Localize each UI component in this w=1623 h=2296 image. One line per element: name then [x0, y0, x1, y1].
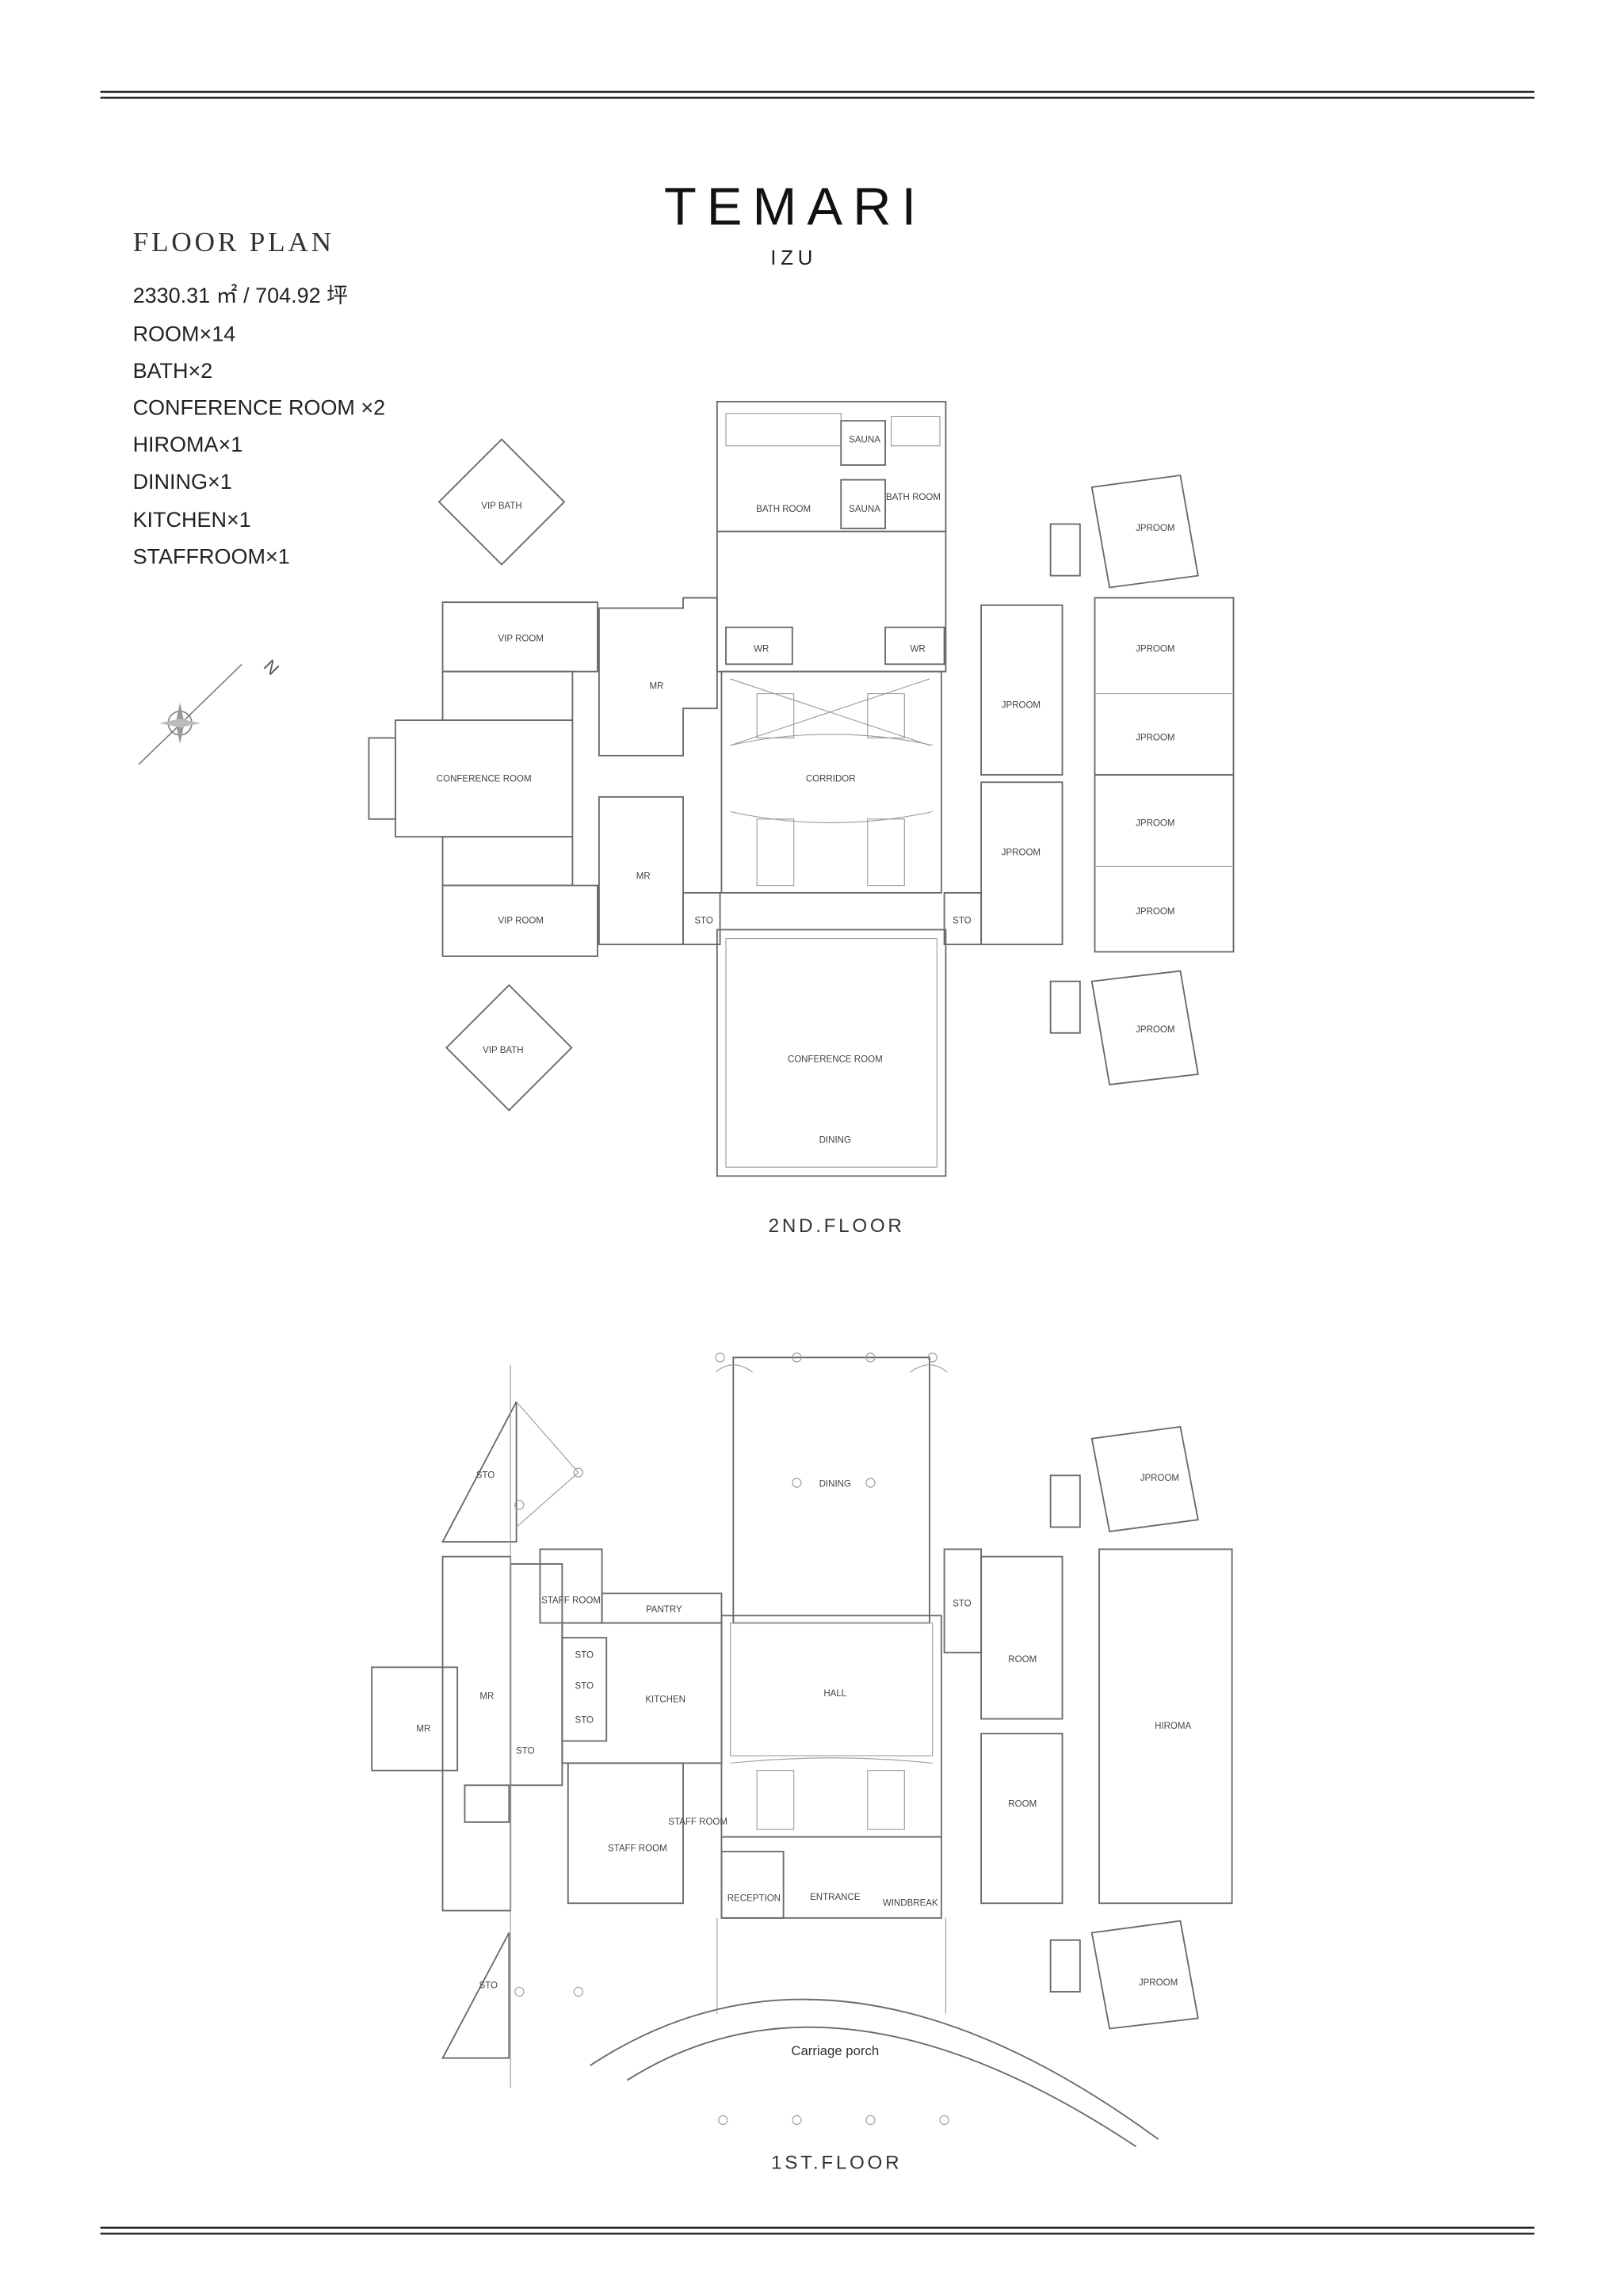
second-floor-plan: [368, 400, 1235, 1177]
room-label-sto: STO: [476, 1470, 495, 1480]
room-label-staff-room: STAFF ROOM: [668, 1817, 727, 1827]
north-arrow-icon: N: [138, 656, 283, 765]
floor-plan-heading: FLOOR PLAN: [133, 226, 334, 257]
room-label-sauna: SAUNA: [849, 505, 880, 514]
room-label-hiroma: HIROMA: [1155, 1722, 1191, 1731]
second-floor-room-labels: SAUNA BATH ROOM SAUNA BATH ROOM VIP BATH VIP …: [437, 435, 1175, 1145]
room-label-sauna: SAUNA: [849, 435, 880, 444]
room-label-conference-room: CONFERENCE ROOM: [788, 1055, 883, 1064]
room-label-dining: DINING: [819, 1480, 851, 1489]
room-label-bath-room: BATH ROOM: [756, 505, 811, 514]
north-label: N: [260, 656, 283, 679]
room-label-vip-bath: VIP BATH: [483, 1046, 523, 1055]
room-label-wr: WR: [754, 645, 769, 654]
room-label-sto: STO: [953, 916, 972, 925]
room-label-sto: STO: [575, 1651, 594, 1661]
summary-item: STAFFROOM×1: [133, 545, 290, 569]
room-label-sto: STO: [694, 916, 713, 925]
room-label-bath-room: BATH ROOM: [886, 493, 941, 502]
summary-item: KITCHEN×1: [133, 508, 251, 532]
room-label-mr: MR: [479, 1692, 494, 1702]
room-label-jproom: JPROOM: [1136, 645, 1174, 654]
room-label-sto: STO: [575, 1715, 594, 1725]
room-label-jproom: JPROOM: [1136, 733, 1174, 742]
room-label-vip-room: VIP ROOM: [498, 916, 543, 925]
room-label-corridor: CORRIDOR: [806, 775, 856, 784]
room-label-hall: HALL: [823, 1689, 846, 1699]
room-label-vip-room: VIP ROOM: [498, 635, 543, 644]
room-label-jproom: JPROOM: [1136, 1025, 1174, 1035]
room-label-room: ROOM: [1008, 1800, 1037, 1810]
room-label-sto: STO: [479, 1981, 498, 1991]
room-label-dining: DINING: [819, 1136, 851, 1146]
room-label-jproom: JPROOM: [1002, 701, 1041, 711]
room-label-pantry: PANTRY: [646, 1605, 682, 1615]
room-label-mr: MR: [636, 871, 651, 881]
room-label-sto: STO: [953, 1599, 972, 1608]
room-label-room: ROOM: [1008, 1655, 1037, 1665]
first-floor-room-labels: STO DINING JPROOM STAFF ROOM PANTRY STO ROOM ST…: [416, 1470, 1191, 2058]
first-floor-plan: [371, 1352, 1233, 2148]
summary-item: ROOM×14: [133, 322, 236, 346]
summary-area: 2330.31 ㎡ / 704.92 坪: [133, 284, 349, 307]
room-label-mr: MR: [416, 1725, 430, 1734]
top-border: [100, 90, 1535, 99]
room-label-jproom: JPROOM: [1136, 524, 1174, 533]
first-floor-label: 1ST.FLOOR: [771, 2152, 902, 2173]
room-label-jproom: JPROOM: [1002, 849, 1041, 858]
bottom-border: [100, 2226, 1535, 2235]
summary-item: DINING×1: [133, 470, 232, 494]
summary-item: HIROMA×1: [133, 433, 243, 456]
room-label-entrance: ENTRANCE: [810, 1893, 861, 1902]
room-label-sto: STO: [575, 1682, 594, 1691]
room-label-vip-bath: VIP BATH: [481, 502, 521, 511]
summary-item: CONFERENCE ROOM ×2: [133, 396, 386, 420]
page-subtitle: IZU: [770, 246, 817, 269]
room-label-jproom: JPROOM: [1140, 1474, 1179, 1483]
room-label-kitchen: KITCHEN: [645, 1695, 685, 1704]
room-label-reception: RECEPTION: [727, 1894, 781, 1904]
room-label-windbreak: WINDBREAK: [883, 1898, 938, 1908]
summary-item: BATH×2: [133, 359, 213, 383]
room-label-mr: MR: [650, 681, 664, 691]
room-label-jproom: JPROOM: [1139, 1978, 1178, 1988]
summary-list: 2330.31 ㎡ / 704.92 坪 ROOM×14 BATH×2 CONF…: [133, 284, 386, 569]
room-label-conference-room: CONFERENCE ROOM: [437, 775, 532, 784]
page-title: TEMARI: [664, 177, 926, 237]
room-label-jproom: JPROOM: [1136, 818, 1174, 828]
room-label-staff-room: STAFF ROOM: [608, 1844, 667, 1853]
room-label-carriage-porch: Carriage porch: [791, 2043, 879, 2058]
second-floor-label: 2ND.FLOOR: [769, 1215, 905, 1237]
room-label-staff-room: STAFF ROOM: [541, 1596, 601, 1606]
room-label-wr: WR: [910, 645, 925, 654]
room-label-jproom: JPROOM: [1136, 907, 1174, 917]
room-label-sto: STO: [516, 1747, 535, 1756]
